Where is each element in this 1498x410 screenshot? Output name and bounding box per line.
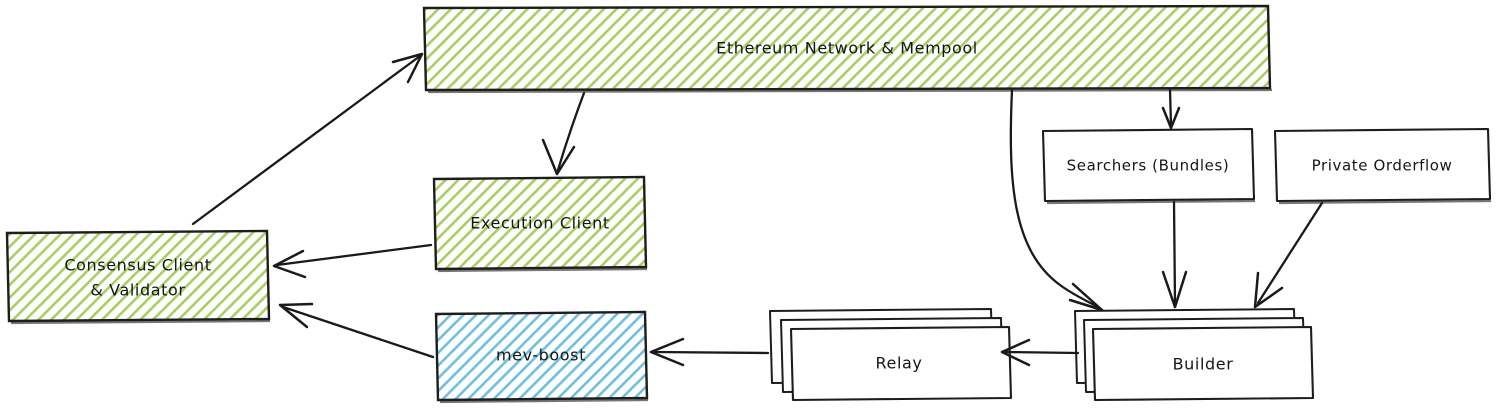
edge-searchers-to-builder (1161, 200, 1188, 309)
edge-execution-to-consensus (272, 243, 433, 279)
edge-consensus-to-ethereum (191, 52, 424, 226)
edge-mevboost-to-consensus (278, 302, 435, 359)
edge-builder-to-relay (1000, 338, 1080, 367)
node-label-consensus-client-line2: & Validator (90, 281, 185, 300)
edge-ethereum-to-searchers (1161, 88, 1181, 130)
node-ethereum-network[interactable]: Ethereum Network & Mempool (422, 4, 1273, 94)
node-searchers[interactable]: Searchers (Bundles) (1041, 127, 1256, 205)
edge-ethereum-to-execution (541, 91, 586, 176)
node-label-execution-client: Execution Client (470, 214, 610, 233)
node-relay[interactable]: Relay (769, 308, 1013, 402)
node-private-orderflow[interactable]: Private Orderflow (1273, 127, 1492, 205)
node-consensus-client[interactable]: Consensus Client & Validator (5, 229, 271, 325)
edge-relay-to-mevboost (649, 337, 770, 367)
node-builder[interactable]: Builder (1074, 308, 1315, 402)
node-label-builder: Builder (1173, 355, 1234, 374)
node-label-searchers: Searchers (Bundles) (1067, 157, 1230, 175)
node-label-ethereum-network: Ethereum Network & Mempool (716, 39, 978, 58)
node-label-consensus-client-line1: Consensus Client (64, 256, 211, 275)
edge-orderflow-to-builder (1253, 201, 1324, 309)
node-execution-client[interactable]: Execution Client (432, 175, 648, 273)
node-label-private-orderflow: Private Orderflow (1312, 157, 1453, 175)
node-label-mev-boost: mev-boost (496, 346, 586, 365)
edge-ethereum-to-builder (1009, 88, 1104, 312)
node-label-relay: Relay (876, 354, 923, 373)
node-mev-boost[interactable]: mev-boost (434, 310, 649, 404)
